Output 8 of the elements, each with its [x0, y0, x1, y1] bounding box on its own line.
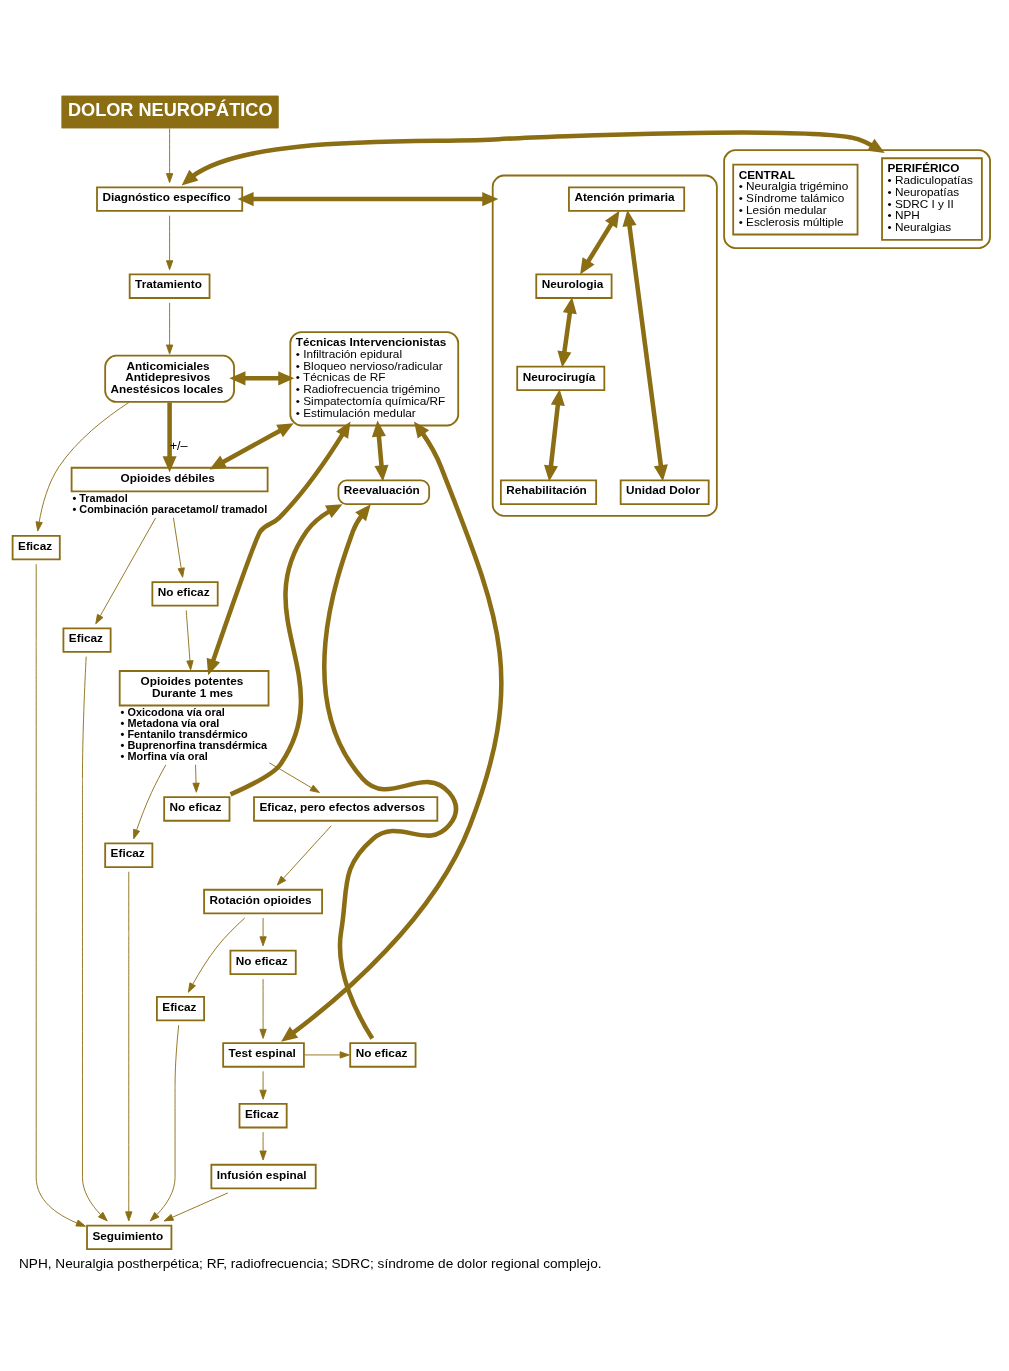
node-label: • Tramadol: [72, 491, 128, 504]
node-label: • Oxicodona vía oral: [120, 705, 225, 718]
node-label: • Metadona vía oral: [120, 716, 220, 729]
node-label: • Buprenorfina transdérmica: [120, 738, 268, 751]
node-label: • Fentanilo transdérmico: [120, 727, 248, 740]
node-label: • Combinación paracetamol/ tramadol: [72, 502, 268, 515]
node-label: • Morfina vía oral: [120, 749, 208, 762]
caption: NPH, Neuralgia postherpética; RF, radiofrecuencia; SDRC; síndrome de dolor regional complejo.: [19, 1255, 602, 1271]
